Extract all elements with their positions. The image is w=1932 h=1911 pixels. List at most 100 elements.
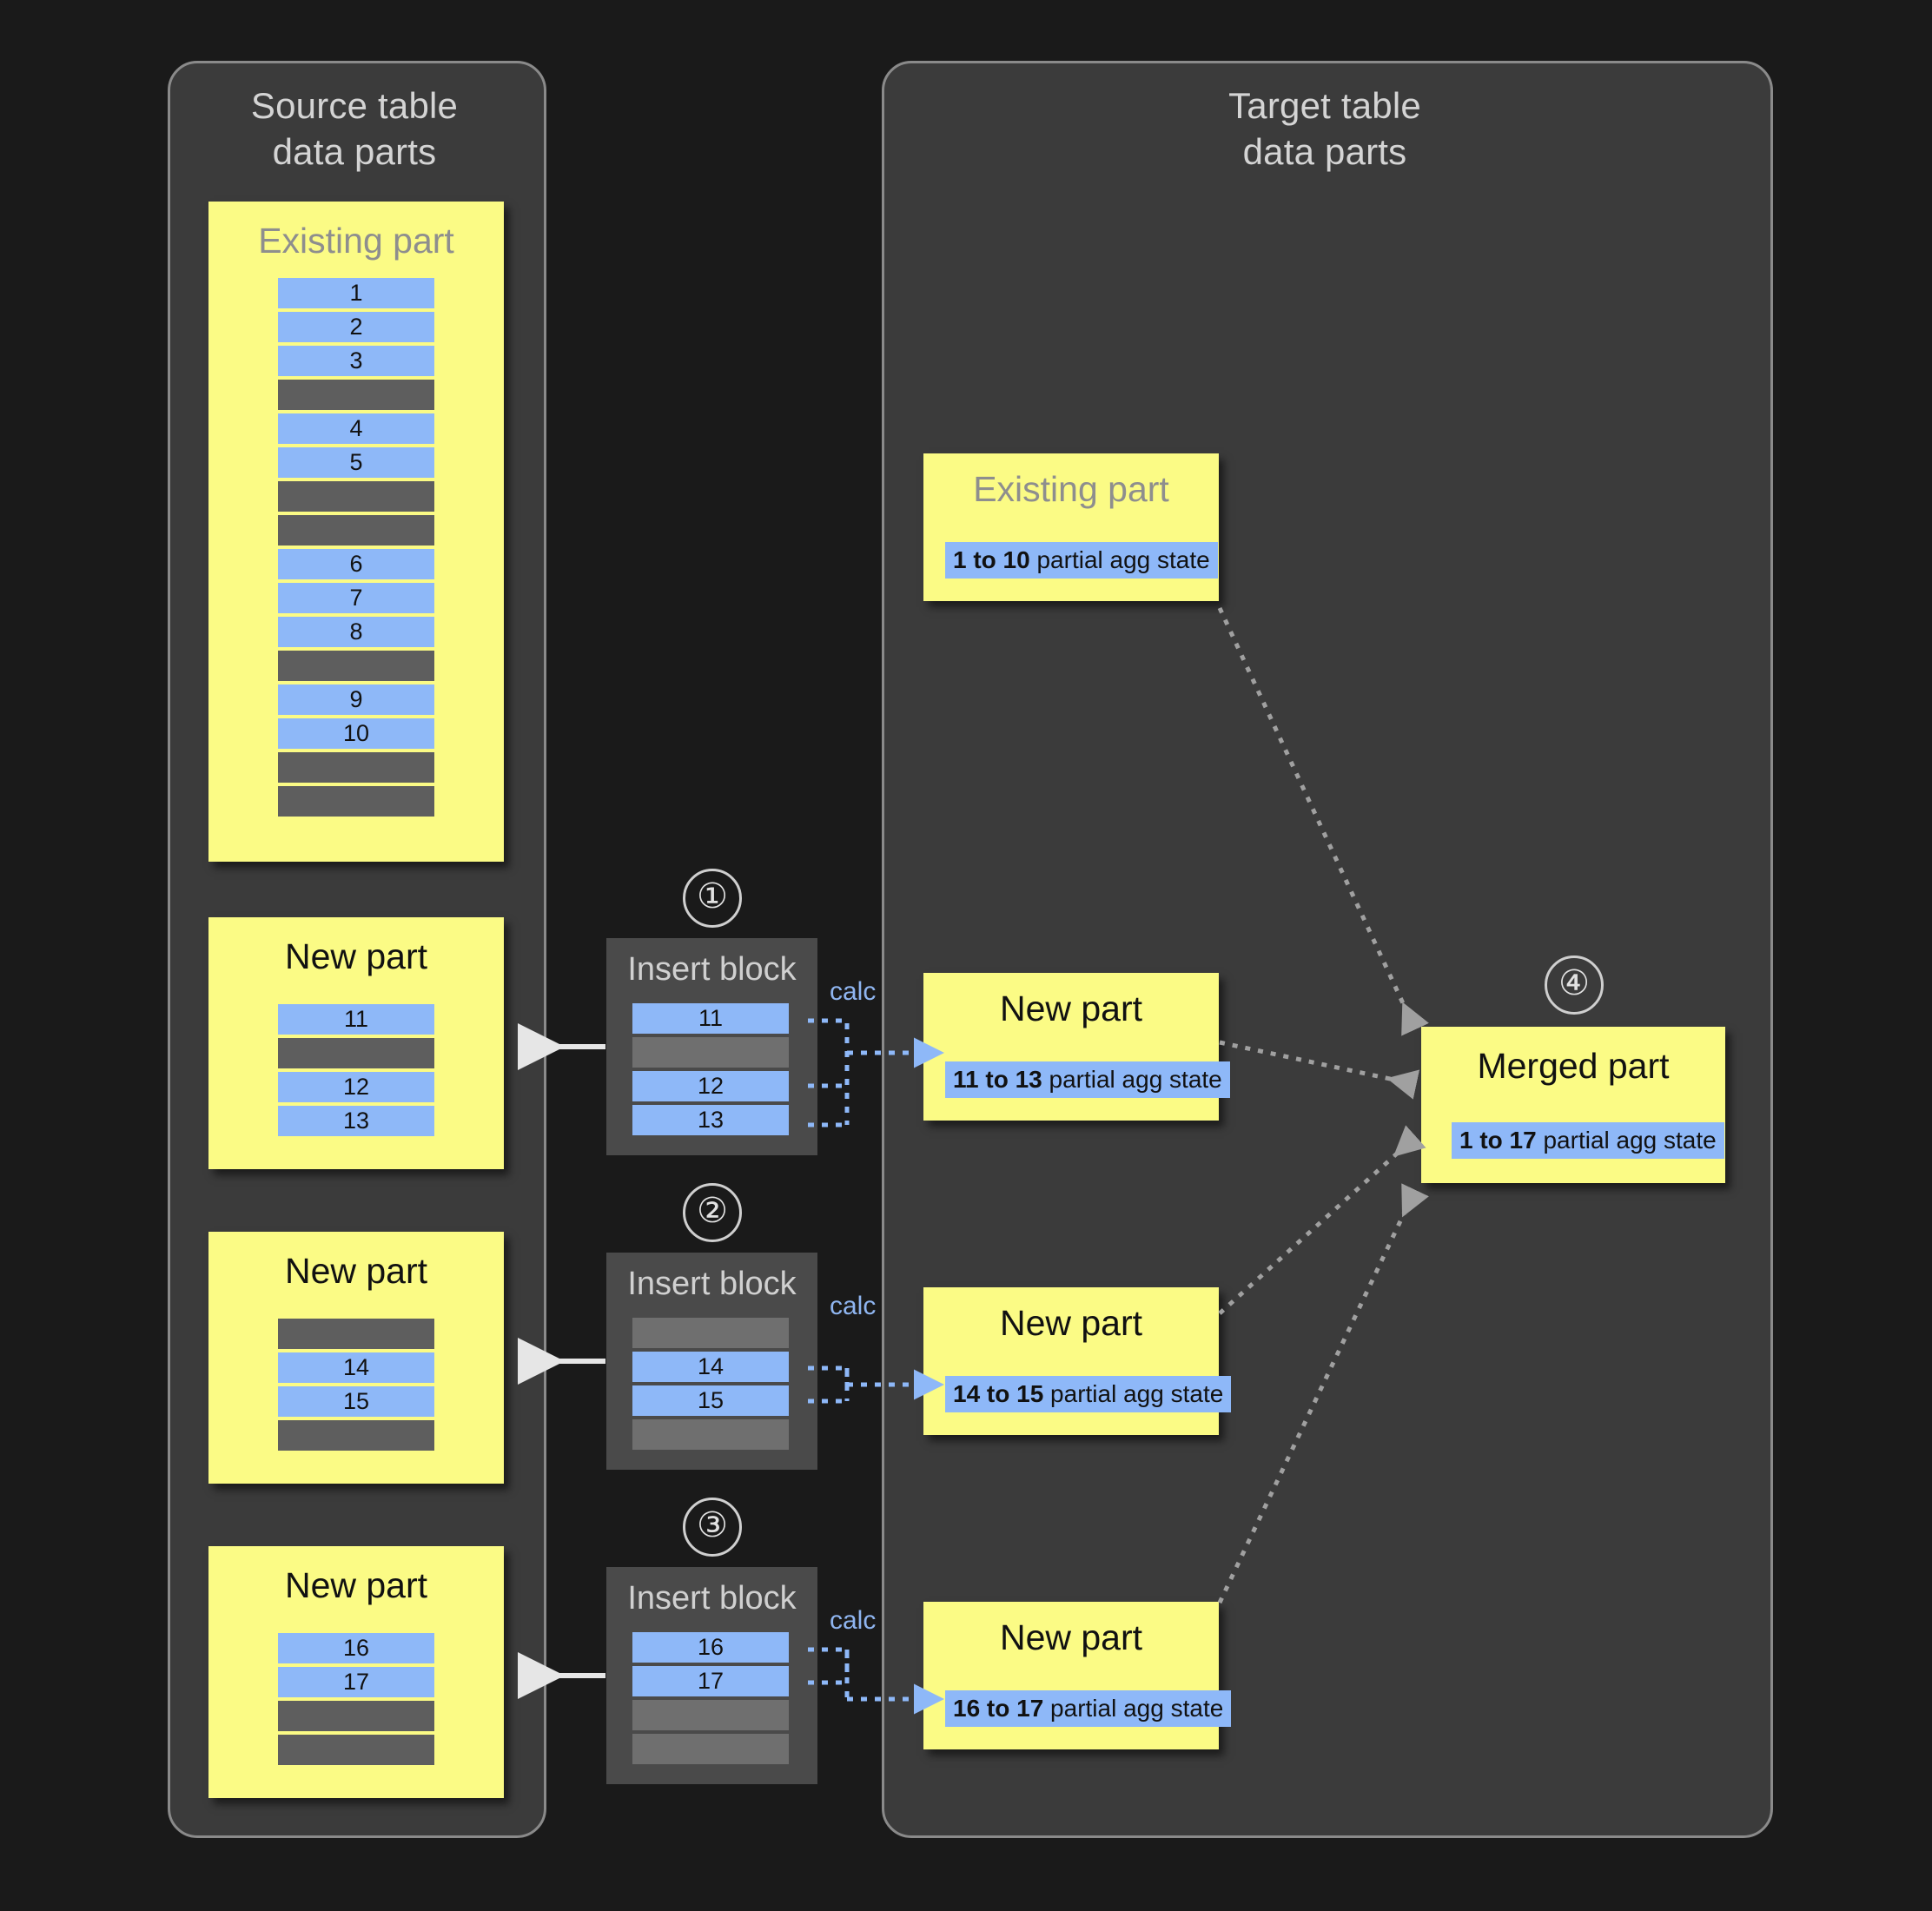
- data-row: 7: [278, 583, 434, 613]
- row-label: 12: [697, 1073, 724, 1099]
- gap-row: [278, 380, 434, 410]
- agg-range: 11 to 13: [953, 1066, 1042, 1093]
- agg-suffix: partial agg state: [1043, 1380, 1224, 1407]
- data-row: 16: [278, 1633, 434, 1663]
- row-label: [632, 1734, 789, 1764]
- merged-part-agg: 1 to 17 partial agg state: [1452, 1122, 1724, 1159]
- agg-range: 1 to 10: [953, 546, 1030, 573]
- agg-range: 14 to 15: [953, 1380, 1044, 1407]
- gap-row: [632, 1700, 789, 1730]
- source-new-part-3-title: New part: [284, 1565, 428, 1605]
- target-new-part-1-agg: 11 to 13 partial agg state: [945, 1061, 1230, 1098]
- data-row: 13: [278, 1106, 434, 1136]
- target-panel-title: Target table data parts: [1228, 85, 1421, 172]
- row-label: [278, 380, 434, 410]
- row-label: 13: [697, 1107, 724, 1133]
- data-row: 15: [278, 1386, 434, 1417]
- data-row: 15: [632, 1385, 789, 1416]
- row-label: 7: [349, 585, 363, 611]
- data-row: 9: [278, 684, 434, 715]
- row-label: [278, 1038, 434, 1068]
- merged-part: Merged part 1 to 17 partial agg state: [1421, 1027, 1725, 1183]
- data-row: 6: [278, 549, 434, 579]
- source-new-part-3: New part 16 17: [208, 1546, 504, 1798]
- target-existing-part-agg: 1 to 10 partial agg state: [945, 542, 1218, 579]
- merged-part-title: Merged part: [1477, 1046, 1670, 1086]
- row-label: 5: [349, 449, 363, 475]
- row-label: 3: [349, 347, 363, 374]
- row-label: 14: [697, 1353, 724, 1379]
- gap-row: [278, 1319, 434, 1349]
- row-label: [278, 481, 434, 512]
- calc-label-2: calc: [830, 1292, 877, 1320]
- insert-block-2-title: Insert block: [627, 1266, 797, 1302]
- step-number-1: ①: [683, 869, 742, 928]
- agg-range: 16 to 17: [953, 1695, 1044, 1722]
- agg-suffix: partial agg state: [1029, 546, 1210, 573]
- data-row: 11: [278, 1004, 434, 1035]
- source-new-part-1-title: New part: [284, 936, 428, 976]
- data-row: 14: [632, 1352, 789, 1382]
- row-label: 11: [698, 1005, 724, 1031]
- data-row: 17: [278, 1667, 434, 1697]
- target-table-panel: [882, 61, 1773, 1838]
- source-existing-part-title: Existing part: [258, 221, 454, 261]
- gap-row: [278, 1701, 434, 1731]
- insert-block-2: Insert block 14 15: [606, 1253, 817, 1470]
- data-row: 1: [278, 278, 434, 308]
- target-new-part-2: New part 14 to 15 partial agg state: [923, 1287, 1232, 1435]
- row-label: 12: [342, 1074, 370, 1100]
- insert-block-1-title: Insert block: [627, 951, 797, 988]
- target-new-part-1: New part 11 to 13 partial agg state: [923, 973, 1230, 1121]
- insert-block-1: Insert block 11 12 13: [606, 938, 817, 1155]
- target-new-part-2-agg: 14 to 15 partial agg state: [945, 1376, 1232, 1412]
- row-label: 14: [342, 1354, 370, 1380]
- row-label: 15: [697, 1387, 724, 1413]
- row-label: [632, 1419, 789, 1450]
- row-label: 6: [349, 551, 363, 577]
- row-label: [278, 1735, 434, 1765]
- data-row: 16: [632, 1632, 789, 1663]
- row-label: [278, 786, 434, 817]
- data-row: 12: [632, 1071, 789, 1101]
- agg-suffix: partial agg state: [1042, 1066, 1222, 1093]
- row-label: [278, 1319, 434, 1349]
- gap-row: [632, 1318, 789, 1348]
- row-label: [278, 752, 434, 783]
- row-label: 4: [349, 415, 363, 441]
- row-label: [632, 1037, 789, 1068]
- target-existing-part-title: Existing part: [973, 469, 1169, 509]
- gap-row: [278, 1420, 434, 1451]
- row-label: 17: [697, 1668, 724, 1694]
- source-panel-title: Source table data parts: [250, 85, 459, 172]
- data-row: 12: [278, 1072, 434, 1102]
- target-new-part-3: New part 16 to 17 partial agg state: [923, 1602, 1232, 1749]
- gap-row: [278, 651, 434, 681]
- row-label: [632, 1700, 789, 1730]
- row-label: 16: [342, 1635, 370, 1661]
- agg-suffix: partial agg state: [1536, 1127, 1717, 1154]
- agg-suffix: partial agg state: [1043, 1695, 1224, 1722]
- data-row: 13: [632, 1105, 789, 1135]
- gap-row: [278, 515, 434, 546]
- step-number-4: ④: [1545, 956, 1604, 1015]
- gap-row: [632, 1037, 789, 1068]
- row-label: 17: [342, 1669, 370, 1695]
- row-label: [278, 1420, 434, 1451]
- row-label: [278, 651, 434, 681]
- insert-block-3: Insert block 16 17: [606, 1567, 817, 1784]
- data-row: 11: [632, 1003, 789, 1034]
- gap-row: [278, 752, 434, 783]
- gap-row: [632, 1734, 789, 1764]
- row-label: 2: [349, 314, 363, 340]
- data-row: 17: [632, 1666, 789, 1696]
- insert-block-3-title: Insert block: [627, 1580, 797, 1617]
- gap-row: [278, 481, 434, 512]
- row-label: 10: [342, 720, 370, 746]
- gap-row: [278, 1038, 434, 1068]
- target-new-part-2-title: New part: [999, 1303, 1143, 1343]
- data-row: 4: [278, 413, 434, 444]
- step-number-2: ②: [683, 1183, 742, 1242]
- row-label: 8: [349, 618, 363, 645]
